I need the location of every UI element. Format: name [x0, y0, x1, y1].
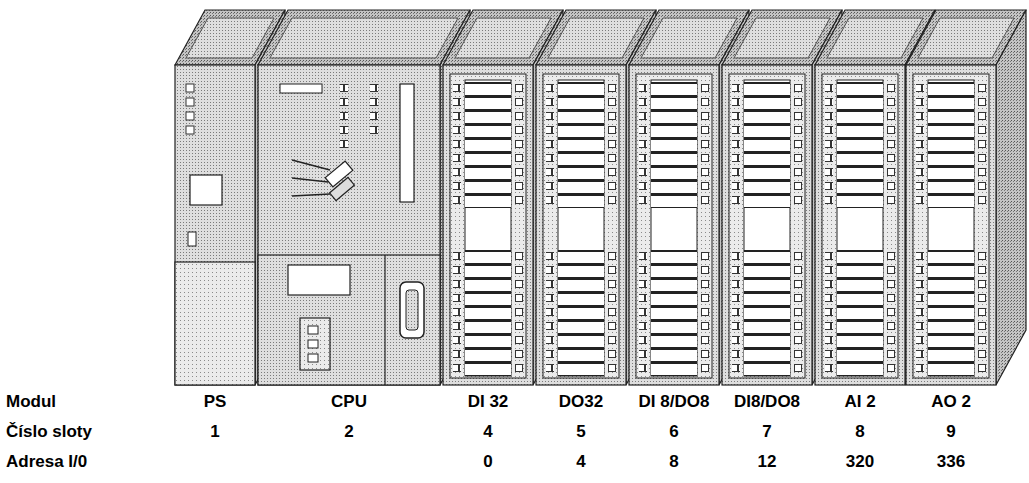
io-address: 320: [846, 452, 874, 472]
module-label: DO32: [559, 392, 603, 412]
row-heading: Adresa I/0: [6, 452, 87, 472]
slot-number: 8: [855, 422, 864, 442]
module-label: AO 2: [931, 392, 971, 412]
slot-number: 4: [483, 422, 492, 442]
cpu-module: [258, 10, 470, 385]
slot-number: 6: [669, 422, 678, 442]
slot-number: 1: [210, 422, 219, 442]
io-address: 8: [669, 452, 678, 472]
module-label: CPU: [331, 392, 367, 412]
slot-number: 9: [946, 422, 955, 442]
slot-number: 2: [344, 422, 353, 442]
io-address: 0: [483, 452, 492, 472]
module-label: DI 32: [468, 392, 509, 412]
io-address: 336: [937, 452, 965, 472]
module-label: PS: [204, 392, 227, 412]
row-heading: Číslo sloty: [6, 422, 92, 442]
row-heading: Modul: [6, 392, 56, 412]
slot-number: 7: [762, 422, 771, 442]
module-label: AI 2: [844, 392, 875, 412]
slot-number: 5: [576, 422, 585, 442]
module-label: DI 8/DO8: [639, 392, 710, 412]
io-address: 4: [576, 452, 585, 472]
module-label: DI8/DO8: [734, 392, 800, 412]
io-address: 12: [758, 452, 777, 472]
signal-module: [906, 10, 1026, 385]
